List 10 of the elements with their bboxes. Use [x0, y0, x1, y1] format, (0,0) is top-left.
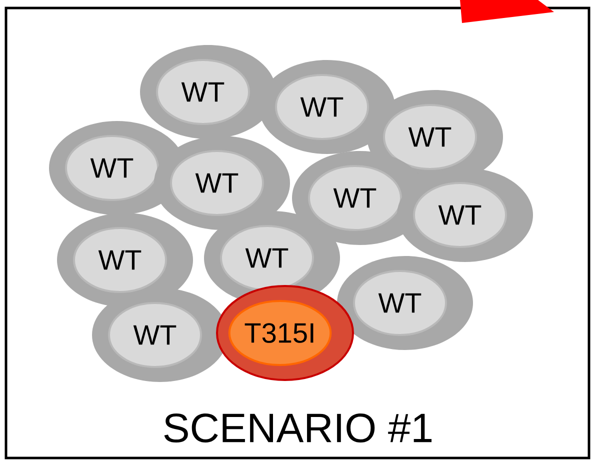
cell: T315I — [216, 285, 354, 381]
node-label: WT — [195, 173, 238, 193]
cell: WT — [397, 168, 533, 262]
node-label: WT — [408, 127, 452, 147]
node-label: WT — [181, 82, 224, 102]
node-label: WT — [300, 97, 344, 117]
caption: SCENARIO #1 — [164, 413, 432, 442]
cell: WT — [140, 45, 276, 139]
cell: WT — [337, 256, 473, 350]
cell: WT — [92, 288, 228, 382]
